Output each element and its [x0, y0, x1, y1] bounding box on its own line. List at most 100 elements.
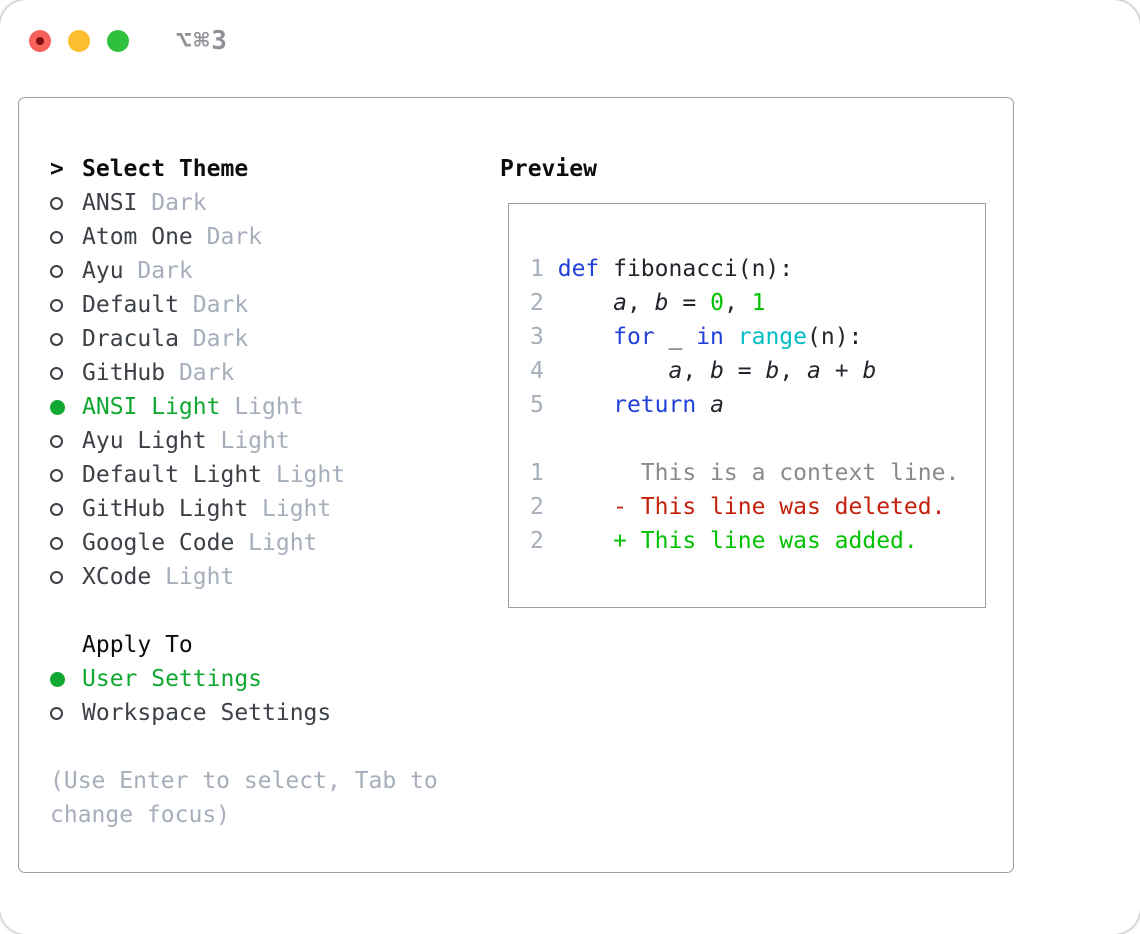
code-token: ,	[682, 358, 711, 384]
theme-variant-tag: Dark	[206, 224, 263, 250]
code-token: ,	[626, 290, 655, 316]
theme-name: Ayu Light	[82, 428, 207, 454]
theme-option[interactable]: Dracula Dark	[50, 322, 495, 356]
apply-to-title: Apply To	[82, 632, 193, 658]
close-button[interactable]	[29, 30, 51, 52]
theme-name: ANSI Light	[82, 394, 221, 420]
theme-variant-tag: Dark	[151, 190, 207, 216]
minimize-button[interactable]	[68, 30, 90, 52]
code-token	[558, 358, 669, 384]
diff-text: This is a context line.	[557, 460, 960, 486]
radio-gutter	[50, 332, 82, 346]
radio-gutter	[50, 230, 82, 244]
apply-to-label: User Settings	[82, 666, 263, 692]
radio-icon	[50, 706, 63, 720]
line-number: 2	[530, 494, 544, 520]
theme-variant-tag: Dark	[192, 292, 249, 318]
theme-option[interactable]: Atom One Dark	[50, 220, 495, 254]
radio-gutter	[50, 536, 82, 550]
radio-gutter	[50, 264, 82, 278]
theme-option[interactable]: Ayu Light Light	[50, 424, 495, 458]
apply-to-option[interactable]: Workspace Settings	[50, 696, 495, 730]
code-token: a	[613, 290, 627, 316]
code-token: fibonacci(n):	[613, 256, 794, 282]
code-token	[558, 392, 613, 418]
theme-name: Dracula	[82, 326, 179, 352]
diff-text: - This line was deleted.	[557, 494, 946, 520]
radio-icon	[50, 468, 63, 482]
radio-icon	[50, 298, 63, 312]
code-token: a	[668, 358, 683, 384]
theme-name: GitHub	[82, 360, 166, 386]
radio-gutter	[50, 399, 82, 415]
code-token: range	[737, 324, 808, 350]
diff-text: + This line was added.	[557, 528, 918, 554]
radio-gutter	[50, 366, 82, 380]
theme-variant-tag: Dark	[137, 258, 193, 284]
theme-name: Atom One	[82, 224, 193, 250]
radio-icon	[50, 671, 65, 687]
code-token: a	[710, 392, 724, 418]
theme-variant-tag: Light	[248, 530, 318, 556]
line-number: 2	[530, 290, 544, 316]
theme-name: ANSI	[82, 190, 138, 216]
code-token: _	[654, 324, 697, 350]
code-token: return	[613, 392, 697, 418]
window-titlebar: ⌥⌘3	[29, 26, 229, 56]
theme-variant-tag: Light	[234, 394, 304, 420]
theme-variant-tag: Dark	[192, 326, 249, 352]
radio-gutter	[50, 502, 82, 516]
radio-icon	[50, 196, 63, 210]
theme-option[interactable]: Google Code Light	[50, 526, 495, 560]
radio-gutter	[50, 671, 82, 687]
code-line: 3 for _ in range(n):	[530, 320, 985, 354]
code-token: =	[723, 358, 766, 384]
theme-option[interactable]: ANSI Light Light	[50, 390, 495, 424]
code-token: a	[807, 358, 821, 384]
diff-line-deleted: 2 - This line was deleted.	[530, 490, 985, 524]
code-token: in	[696, 324, 724, 350]
window-title: ⌥⌘3	[176, 26, 229, 56]
code-token: b	[710, 358, 724, 384]
apply-to-label: Workspace Settings	[82, 700, 332, 726]
zoom-button[interactable]	[107, 30, 129, 52]
code-token: b	[862, 358, 877, 384]
theme-name: Google Code	[82, 530, 235, 556]
radio-icon	[50, 434, 63, 448]
theme-variant-tag: Light	[220, 428, 290, 454]
line-number: 4	[530, 358, 544, 384]
prompt-caret-icon: >	[50, 156, 64, 182]
line-number: 3	[530, 324, 544, 350]
code-token: b	[765, 358, 780, 384]
code-token	[724, 324, 738, 350]
code-line: 2 a, b = 0, 1	[530, 286, 985, 320]
code-line: 4 a, b = b, a + b	[530, 354, 985, 388]
code-token: 0	[710, 290, 724, 316]
line-number: 5	[530, 392, 544, 418]
radio-icon	[50, 332, 63, 346]
code-token: for	[613, 324, 655, 350]
theme-list-title: Select Theme	[82, 156, 249, 182]
radio-gutter	[50, 196, 82, 210]
radio-gutter	[50, 570, 82, 584]
diff-line-added: 2 + This line was added.	[530, 524, 985, 558]
code-token	[558, 290, 613, 316]
code-token: ,	[723, 290, 752, 316]
code-token	[558, 324, 613, 350]
apply-to-option[interactable]: User Settings	[50, 662, 495, 696]
theme-option[interactable]: ANSI Dark	[50, 186, 495, 220]
spacer	[50, 730, 495, 764]
theme-variant-tag: Light	[165, 564, 235, 590]
